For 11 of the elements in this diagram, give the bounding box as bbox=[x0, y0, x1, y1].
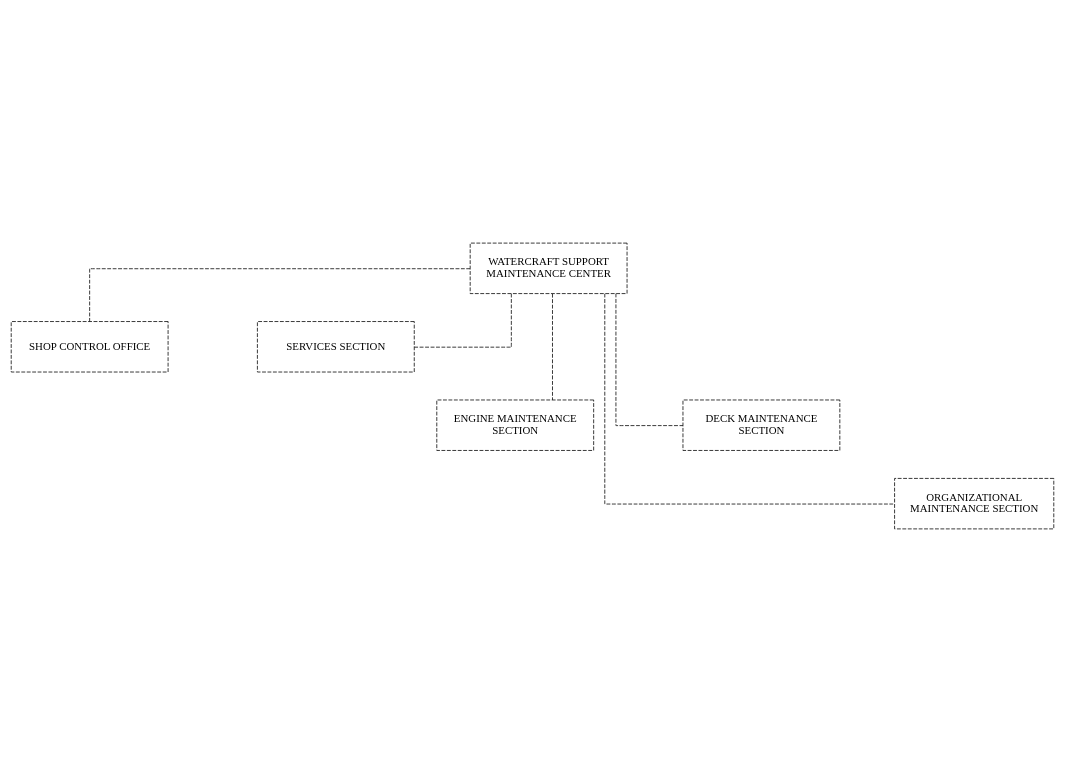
connector bbox=[413, 293, 512, 348]
node-box: WATERCRAFT SUPPORT MAINTENANCE CENTER bbox=[469, 242, 628, 294]
node-box: DECK MAINTENANCE SECTION bbox=[682, 399, 841, 451]
connector bbox=[615, 293, 684, 426]
connector bbox=[604, 293, 895, 505]
node-box: SHOP CONTROL OFFICE bbox=[10, 321, 169, 373]
node-box: ENGINE MAINTENANCE SECTION bbox=[436, 399, 595, 451]
connector bbox=[89, 268, 471, 322]
connector bbox=[552, 293, 553, 401]
node-box: ORGANIZATIONAL MAINTENANCE SECTION bbox=[894, 478, 1055, 530]
node-box: SERVICES SECTION bbox=[257, 321, 415, 373]
